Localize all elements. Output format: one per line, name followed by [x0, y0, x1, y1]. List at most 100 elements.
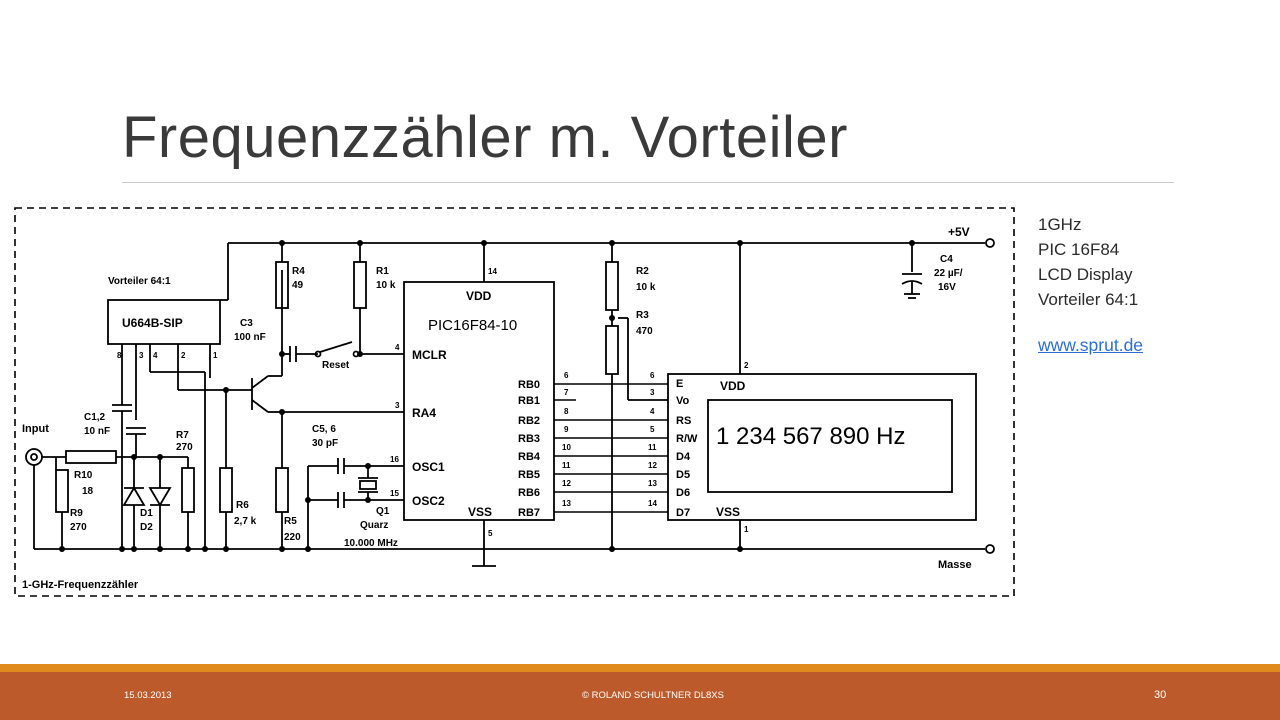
supply-label: +5V	[948, 225, 970, 239]
pic-vdd-label: VDD	[466, 289, 492, 303]
svg-text:10 k: 10 k	[376, 280, 396, 291]
prescaler-chip	[107, 299, 221, 345]
lcd-vss-label: VSS	[716, 505, 740, 519]
svg-text:RB3: RB3	[518, 433, 540, 445]
svg-text:270: 270	[176, 442, 193, 453]
svg-text:D5: D5	[676, 469, 690, 481]
svg-text:R9: R9	[70, 508, 83, 519]
svg-text:RB7: RB7	[518, 507, 540, 519]
svg-text:D2: D2	[140, 522, 153, 533]
svg-text:7: 7	[564, 388, 569, 397]
pic-vss-label: VSS	[468, 505, 492, 519]
svg-text:18: 18	[82, 486, 94, 497]
svg-text:2: 2	[744, 361, 749, 370]
svg-text:Quarz: Quarz	[360, 520, 388, 531]
svg-text:14: 14	[488, 267, 497, 276]
pic-chip-label: PIC16F84-10	[428, 317, 517, 334]
svg-text:12: 12	[562, 479, 571, 488]
lcd-screen	[707, 399, 953, 493]
svg-text:22 µF/: 22 µF/	[934, 268, 963, 279]
footer-author: © ROLAND SCHULTNER DL8XS	[582, 690, 724, 701]
svg-text:3: 3	[395, 401, 400, 410]
svg-text:6: 6	[650, 371, 655, 380]
svg-text:10 nF: 10 nF	[84, 426, 110, 437]
schematic-frame	[14, 207, 1015, 597]
svg-text:R3: R3	[636, 310, 649, 321]
svg-text:MCLR: MCLR	[412, 348, 447, 362]
lcd-vdd-label: VDD	[720, 379, 746, 393]
svg-text:R10: R10	[74, 470, 93, 481]
lcd-module	[667, 373, 977, 521]
svg-text:R/W: R/W	[676, 433, 698, 445]
svg-text:C4: C4	[940, 254, 953, 265]
schematic-frame-label: 1-GHz-Frequenzzähler	[22, 579, 139, 591]
svg-text:C3: C3	[240, 318, 253, 329]
svg-text:6: 6	[564, 371, 569, 380]
svg-text:8: 8	[564, 407, 569, 416]
svg-text:49: 49	[292, 280, 304, 291]
svg-text:8: 8	[117, 351, 122, 360]
svg-text:15: 15	[390, 489, 399, 498]
svg-text:13: 13	[562, 499, 571, 508]
svg-text:D1: D1	[140, 508, 153, 519]
svg-text:30 pF: 30 pF	[312, 438, 338, 449]
prescaler-caption: Vorteiler 64:1	[108, 276, 171, 287]
svg-text:R6: R6	[236, 500, 249, 511]
svg-text:16: 16	[390, 455, 399, 464]
pic-microcontroller	[403, 281, 555, 521]
svg-text:16V: 16V	[938, 282, 956, 293]
note-frequency: 1GHz	[1038, 215, 1082, 234]
svg-text:270: 270	[70, 522, 87, 533]
svg-text:R1: R1	[376, 266, 389, 277]
svg-text:9: 9	[564, 425, 569, 434]
slide-title: Frequenzzähler m. Vorteiler	[122, 105, 848, 170]
svg-text:D4: D4	[676, 451, 691, 463]
note-display: LCD Display	[1038, 265, 1133, 284]
svg-text:4: 4	[395, 343, 400, 352]
svg-text:RB0: RB0	[518, 379, 540, 391]
svg-text:D6: D6	[676, 487, 690, 499]
svg-text:3: 3	[139, 351, 144, 360]
note-prescaler: Vorteiler 64:1	[1038, 290, 1139, 309]
ground-label: Masse	[938, 559, 972, 571]
svg-text:11: 11	[562, 461, 571, 470]
svg-text:Vo: Vo	[676, 395, 690, 407]
prescaler-chip-label: U664B-SIP	[122, 316, 183, 330]
svg-text:11: 11	[648, 443, 657, 452]
svg-text:12: 12	[648, 461, 657, 470]
title-divider	[122, 182, 1174, 183]
footer-bar: 15.03.2013 © ROLAND SCHULTNER DL8XS 30	[0, 672, 1280, 720]
svg-text:220: 220	[284, 532, 301, 543]
footer-accent-stripe	[0, 664, 1280, 672]
source-link[interactable]: www.sprut.de	[1038, 335, 1144, 355]
svg-text:RB6: RB6	[518, 487, 540, 499]
svg-text:10 k: 10 k	[636, 282, 656, 293]
svg-text:1: 1	[213, 351, 218, 360]
svg-text:3: 3	[650, 388, 655, 397]
input-label: Input	[22, 423, 49, 435]
svg-text:OSC1: OSC1	[412, 460, 445, 474]
svg-text:5: 5	[650, 425, 655, 434]
slide-notes: 1GHz PIC 16F84 LCD Display Vorteiler 64:…	[1038, 212, 1143, 358]
svg-text:R4: R4	[292, 266, 305, 277]
svg-text:RS: RS	[676, 415, 691, 427]
svg-text:Reset: Reset	[322, 360, 350, 371]
svg-text:100 nF: 100 nF	[234, 332, 266, 343]
svg-text:2: 2	[181, 351, 186, 360]
svg-text:RB4: RB4	[518, 451, 541, 463]
lcd-display-text: 1 234 567 890 Hz	[716, 423, 905, 450]
svg-text:13: 13	[648, 479, 657, 488]
svg-text:5: 5	[488, 529, 493, 538]
svg-text:RB5: RB5	[518, 469, 540, 481]
note-microcontroller: PIC 16F84	[1038, 240, 1120, 259]
footer-date: 15.03.2013	[124, 690, 172, 701]
svg-text:4: 4	[153, 351, 158, 360]
svg-text:R5: R5	[284, 516, 297, 527]
svg-text:Q1: Q1	[376, 506, 390, 517]
svg-text:RA4: RA4	[412, 406, 436, 420]
svg-text:470: 470	[636, 326, 653, 337]
svg-text:14: 14	[648, 499, 657, 508]
svg-text:OSC2: OSC2	[412, 494, 445, 508]
svg-text:D7: D7	[676, 507, 690, 519]
